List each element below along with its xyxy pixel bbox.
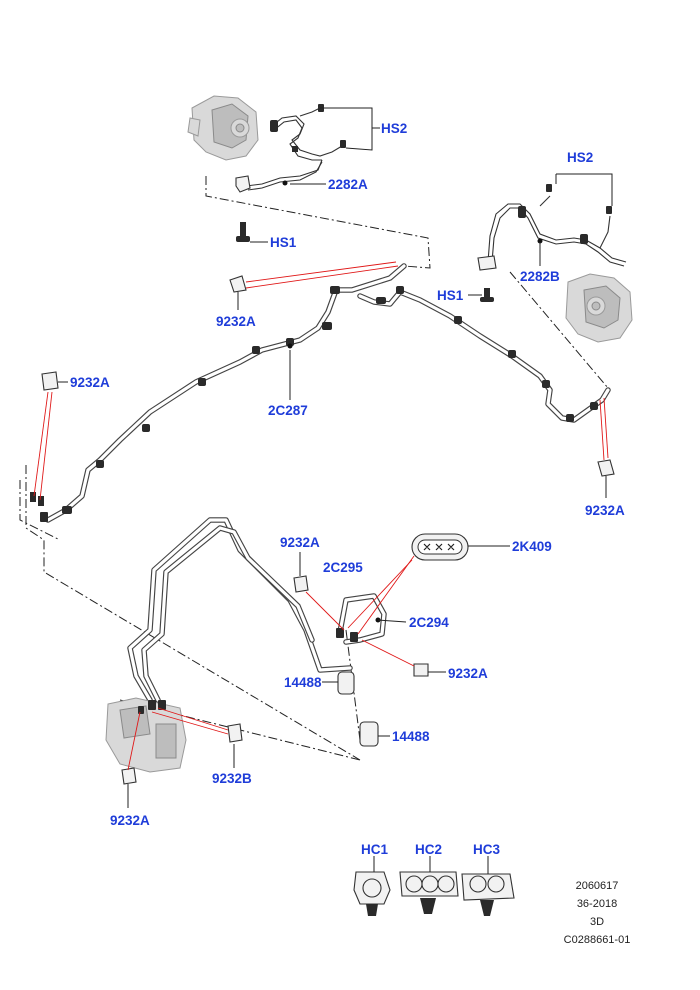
label-hs2-top: HS2 (381, 121, 407, 136)
callout-leaders (58, 107, 613, 874)
label-hc2: HC2 (415, 842, 442, 857)
brake-pipe-lower (127, 517, 387, 703)
reference-line-2: 36-2018 (577, 898, 617, 910)
label-9232a-4: 9232A (280, 535, 320, 550)
label-hs1-right: HS1 (437, 288, 464, 303)
fitting-9232A-4 (293, 575, 309, 593)
reference-line-4: C0288661-01 (564, 934, 631, 946)
reference-block: 2060617 36-2018 3D C0288661-01 (564, 880, 631, 946)
label-2c287: 2C287 (268, 403, 308, 418)
label-9232a-5: 9232A (448, 666, 488, 681)
sensor-harness-2282B (477, 184, 627, 302)
fitting-9232A-1 (229, 275, 247, 293)
callout-labels: HS2 2282A HS1 HS2 2282B HS1 9232A 9232A … (70, 121, 625, 857)
fitting-9232A-2 (41, 371, 59, 391)
front-right-brake-caliper (565, 273, 633, 343)
clip-hc1 (353, 871, 391, 916)
label-2k409: 2K409 (512, 539, 552, 554)
label-2282b: 2282B (520, 269, 560, 284)
assembly-boundary-lines (19, 176, 609, 761)
fitting-9232A-6 (121, 767, 137, 785)
label-9232a-6: 9232A (110, 813, 150, 828)
reference-line-3: 3D (590, 916, 604, 928)
label-9232a-3: 9232A (585, 503, 625, 518)
label-9232b: 9232B (212, 771, 252, 786)
label-hs1-top: HS1 (270, 235, 297, 250)
label-9232a-1: 9232A (216, 314, 256, 329)
label-2c294: 2C294 (409, 615, 449, 630)
clip-hc3 (461, 873, 515, 916)
front-left-brake-caliper (187, 95, 259, 161)
label-9232a-2: 9232A (70, 375, 110, 390)
label-14488-a: 14488 (284, 675, 322, 690)
label-2282a: 2282A (328, 177, 368, 192)
clip-hc2 (399, 871, 459, 914)
red-leader-lines (33, 261, 609, 771)
reference-line-1: 2060617 (576, 880, 619, 892)
grommet-2K409 (411, 533, 469, 561)
label-2c295: 2C295 (323, 560, 363, 575)
connector-14488-b (359, 721, 379, 747)
label-hc1: HC1 (361, 842, 388, 857)
abs-modulator-unit (105, 697, 187, 773)
label-hs2-right: HS2 (567, 150, 593, 165)
brake-pipe-2C287 (30, 263, 611, 523)
fitting-9232B (227, 723, 243, 743)
label-14488-b: 14488 (392, 729, 430, 744)
connector-14488-a (337, 671, 355, 695)
label-hc3: HC3 (473, 842, 500, 857)
bolt-hs1-top (236, 222, 250, 242)
fitting-9232A-3 (597, 459, 615, 477)
fitting-9232A-5 (413, 663, 429, 677)
